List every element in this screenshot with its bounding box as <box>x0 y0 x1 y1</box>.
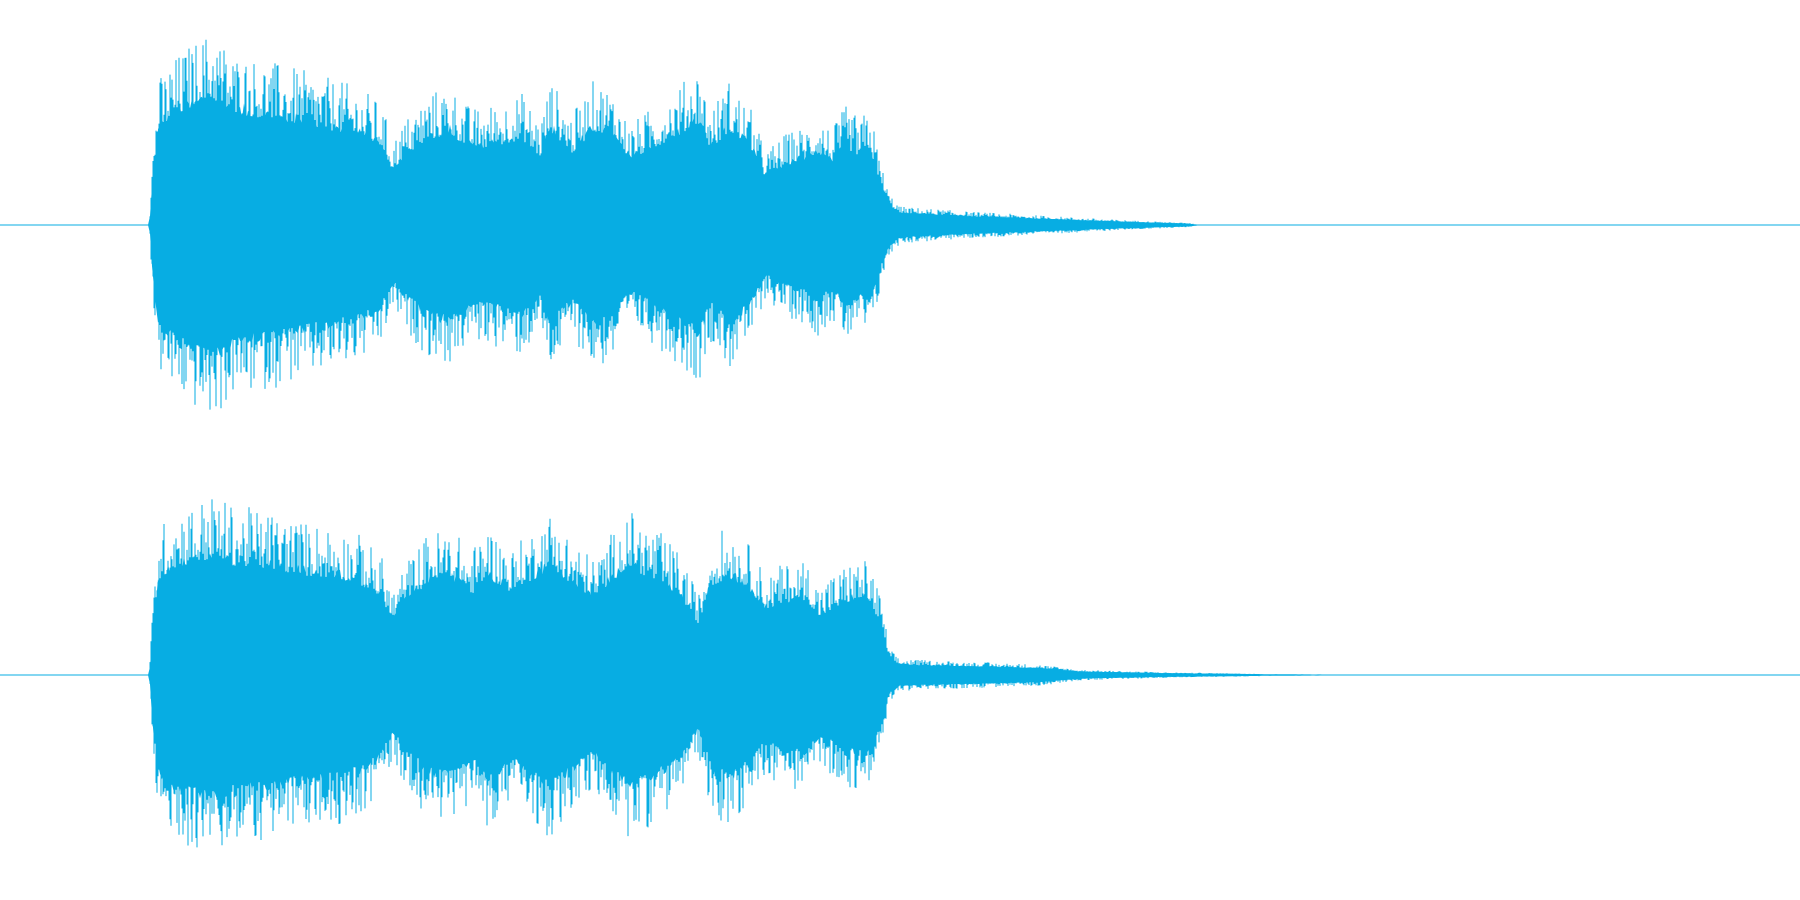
channel-1-waveform <box>0 39 1800 410</box>
channel-2-waveform <box>0 499 1800 848</box>
channel-2-peaks <box>149 499 1260 848</box>
channel-1-peaks <box>149 39 1194 410</box>
